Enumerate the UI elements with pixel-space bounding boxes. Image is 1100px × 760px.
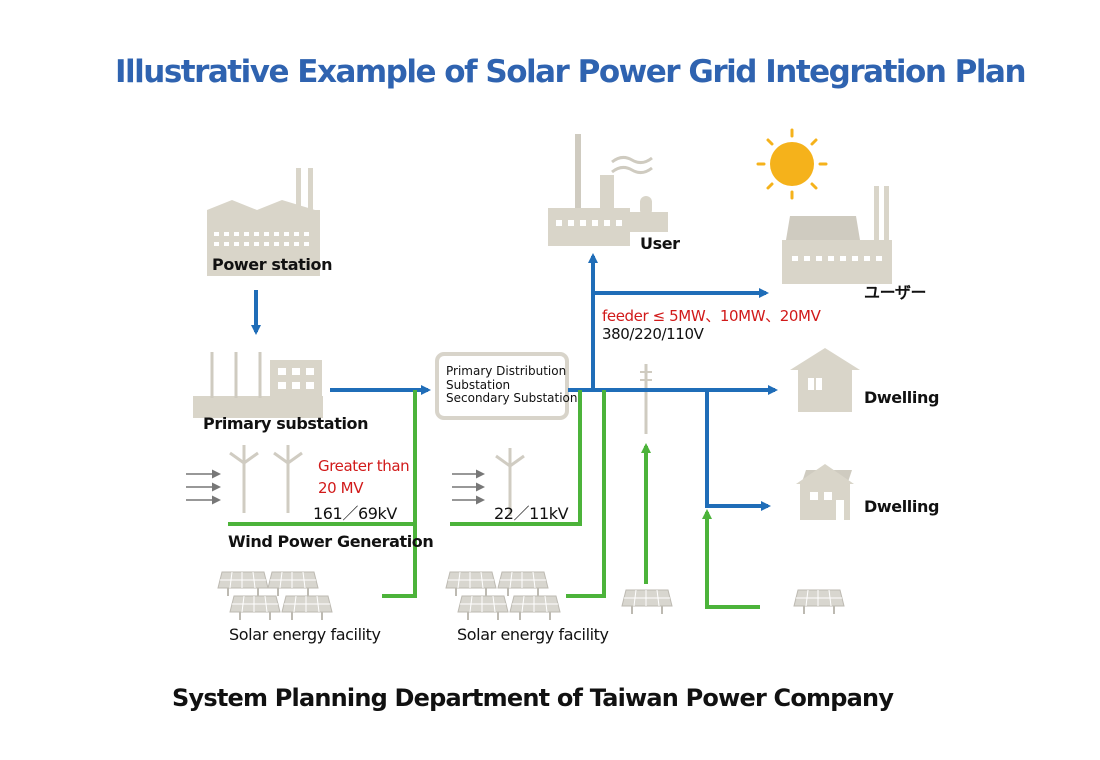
solar-facility-label: Solar energy facility: [457, 625, 609, 644]
capacity-label-line1: Greater than: [318, 457, 410, 475]
distribution-substation-box: [435, 352, 569, 420]
dwelling-label: Dwelling: [864, 388, 940, 407]
user-factory-icon: [548, 134, 668, 246]
distribution-substation-line2: Substation: [446, 378, 511, 392]
voltage-mv-label: 22／11kV: [494, 504, 569, 523]
user-jp-label: ユーザー: [864, 283, 927, 302]
utility-pole-icon: [640, 364, 652, 434]
dwelling-solar-icon: [796, 464, 854, 520]
wind-arrow-icon: [186, 469, 485, 505]
power-station-icon: [207, 168, 320, 276]
distribution-substation-line3: Secondary Substation: [446, 391, 578, 405]
wind-power-label: Wind Power Generation: [228, 532, 434, 551]
generation-lines: [228, 390, 760, 609]
solar-panel-icon: [217, 571, 845, 621]
distribution-substation-line1: Primary Distribution: [446, 364, 567, 378]
feeder-label: feeder ≤ 5MW、10MW、20MV: [602, 307, 821, 325]
power-station-label: Power station: [212, 255, 333, 274]
voltage-lv-label: 380/220/110V: [602, 325, 704, 343]
capacity-label-line2: 20 MV: [318, 479, 364, 497]
voltage-hv-label: 161／69kV: [313, 504, 397, 523]
dwelling-label: Dwelling: [864, 497, 940, 516]
footer-credit: System Planning Department of Taiwan Pow…: [172, 684, 894, 712]
page-title: Illustrative Example of Solar Power Grid…: [114, 54, 1027, 90]
primary-substation-label: Primary substation: [203, 414, 369, 433]
user-label: User: [640, 234, 680, 253]
solar-facility-label: Solar energy facility: [229, 625, 381, 644]
dwelling-icon: [790, 348, 860, 412]
primary-substation-icon: [193, 352, 323, 418]
sun-icon: [756, 128, 828, 200]
solar-factory-icon: [782, 186, 892, 284]
